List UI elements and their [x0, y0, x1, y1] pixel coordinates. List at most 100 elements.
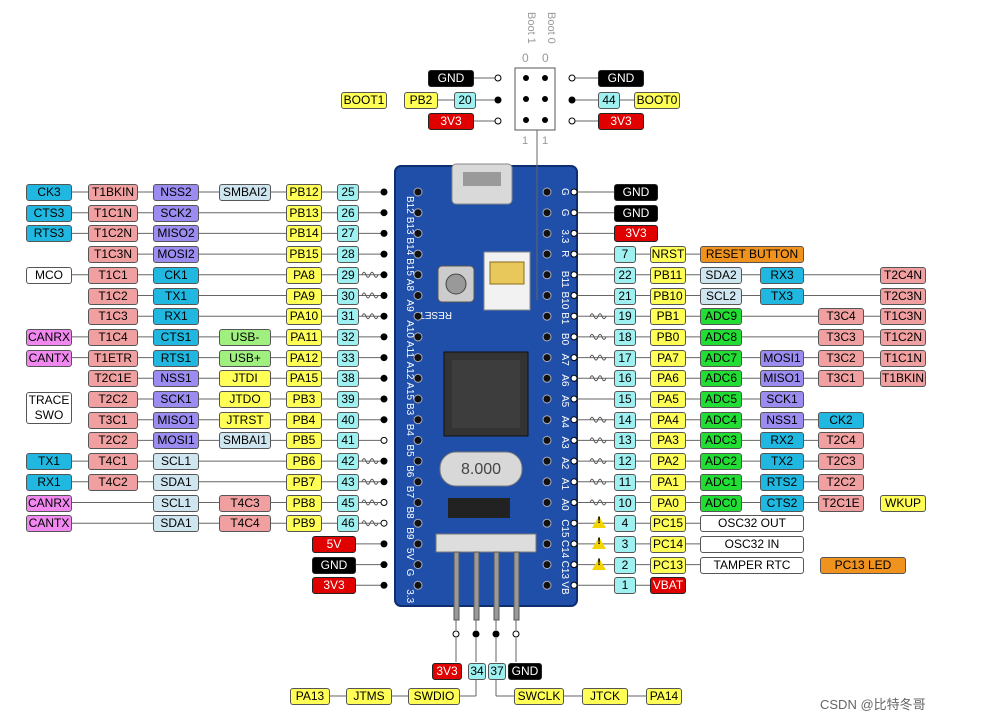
silk-left-3: B15 [404, 258, 415, 276]
watermark: CSDN @比特冬哥 [820, 697, 926, 712]
mcu-chip-face [452, 360, 520, 428]
left-pwm-mark-15 [361, 499, 379, 506]
left-pin-rx1: RX1 [153, 308, 199, 326]
silk-left-0: B12 [404, 196, 415, 214]
reset-button-cap [445, 273, 467, 295]
left-pin-gnd: GND [312, 556, 356, 574]
left-header-pad [413, 291, 423, 300]
left-header-pad [413, 311, 423, 321]
right-pin-dot-7 [570, 333, 578, 341]
boot-header-pin [542, 75, 548, 81]
right-pin-t3c1: T3C1 [818, 370, 864, 388]
right-pin-cts2: CTS2 [760, 494, 804, 512]
right-pin-gnd: GND [614, 184, 658, 201]
warning-icon [592, 536, 606, 549]
boot-header-pin [542, 96, 548, 102]
left-pin-scl1: SCL1 [153, 453, 199, 471]
swd-bottom-right-swclk: SWCLK [514, 688, 564, 705]
right-pin-pc13-led: PC13 LED [820, 556, 906, 574]
silk-right-9: A6 [559, 374, 570, 387]
left-pin-ck1: CK1 [153, 266, 199, 284]
right-pin-t2c4n: T2C4N [880, 266, 926, 284]
right-pin-tx2: TX2 [760, 453, 804, 471]
right-pin-tx3: TX3 [760, 287, 804, 305]
right-pin-12: 12 [614, 453, 636, 471]
crystal-label: 8.000 [461, 461, 501, 478]
right-pin-11: 11 [614, 473, 636, 491]
silk-right-8: A7 [559, 354, 570, 367]
right-pin-4: 4 [614, 515, 636, 533]
left-pin-dot-13 [380, 457, 388, 465]
left-pin-pb7: PB7 [286, 473, 322, 491]
left-pin-pb14: PB14 [286, 225, 322, 243]
right-pin-dot-4 [570, 271, 578, 279]
left-pin-sda1: SDA1 [153, 473, 199, 491]
left-pin-dot-1 [380, 209, 388, 217]
right-header-pad [542, 187, 552, 197]
left-pin-t4c4: T4C4 [219, 515, 271, 533]
left-pin-miso1: MISO1 [153, 411, 199, 429]
left-header-pad [413, 249, 423, 259]
left-pin-canrx: CANRX [26, 328, 72, 346]
boot-header-label-1: Boot 0 [545, 12, 557, 44]
left-header-pad [413, 477, 423, 487]
right-pin-nrst: NRST [650, 246, 686, 264]
right-pin-pb0: PB0 [650, 328, 686, 346]
left-pin-45: 45 [337, 494, 359, 512]
right-pin-pa3: PA3 [650, 432, 686, 450]
left-pin-30: 30 [337, 287, 359, 305]
right-pin-adc0: ADC0 [700, 494, 742, 512]
silk-left-18: G [404, 569, 415, 577]
swd-top-3v3: 3V3 [432, 663, 462, 680]
left-pin-33: 33 [337, 349, 359, 367]
left-pin-ck3: CK3 [26, 184, 72, 201]
right-pin-nss1: NSS1 [760, 411, 804, 429]
right-pin-scl2: SCL2 [700, 287, 742, 305]
left-pwm-mark-16 [361, 520, 379, 527]
right-pin-7: 7 [614, 246, 636, 264]
right-pin-pa4: PA4 [650, 411, 686, 429]
right-pin-dot-9 [570, 374, 578, 382]
right-pin-dot-16 [570, 519, 578, 527]
right-pwm-mark-7 [589, 333, 607, 340]
left-pin-sck2: SCK2 [153, 204, 199, 222]
swd-pin-dot-0 [452, 630, 460, 638]
left-pin-39: 39 [337, 391, 359, 408]
left-pin-3v3: 3V3 [312, 577, 356, 595]
right-pin-t3c3: T3C3 [818, 328, 864, 346]
silk-left-7: A11 [404, 341, 415, 358]
left-pin-dot-0 [380, 188, 388, 196]
left-pin-sda1: SDA1 [153, 515, 199, 533]
silk-right-3: R [559, 250, 570, 257]
right-pwm-mark-13 [589, 458, 607, 465]
silk-right-10: A5 [559, 395, 570, 408]
silk-right-18: C13 [559, 561, 570, 580]
boot-jumper-caps [489, 261, 525, 285]
left-header-pad [413, 353, 423, 363]
boot-left-20: 20 [454, 92, 476, 109]
right-pin-19: 19 [614, 308, 636, 326]
left-header-pad [413, 560, 423, 570]
left-pin-dot-5 [380, 292, 388, 299]
boot-right-dot-1 [568, 96, 576, 104]
right-pin-18: 18 [614, 328, 636, 346]
left-pin-t1c4: T1C4 [88, 328, 138, 346]
silk-left-16: B9 [404, 527, 415, 540]
right-pin-t2c3n: T2C3N [880, 287, 926, 305]
left-pin-dot-14 [380, 478, 388, 486]
silk-right-15: A0 [559, 499, 570, 512]
left-pin-41: 41 [337, 432, 359, 450]
boot-header-label-0: Boot 1 [525, 12, 537, 44]
silk-right-14: A1 [559, 478, 570, 491]
voltage-regulator [448, 498, 510, 518]
right-pin-dot-12 [570, 436, 578, 444]
swd-bottom-left-swdio: SWDIO [408, 688, 460, 705]
left-pin-43: 43 [337, 473, 359, 491]
right-pin-pb11: PB11 [650, 266, 686, 284]
right-pin-2: 2 [614, 556, 636, 574]
left-pin-pa15: PA15 [286, 370, 322, 388]
left-pin-pb12: PB12 [286, 184, 322, 201]
left-pin-dot-16 [380, 519, 388, 527]
left-pin-pb3: PB3 [286, 391, 322, 408]
